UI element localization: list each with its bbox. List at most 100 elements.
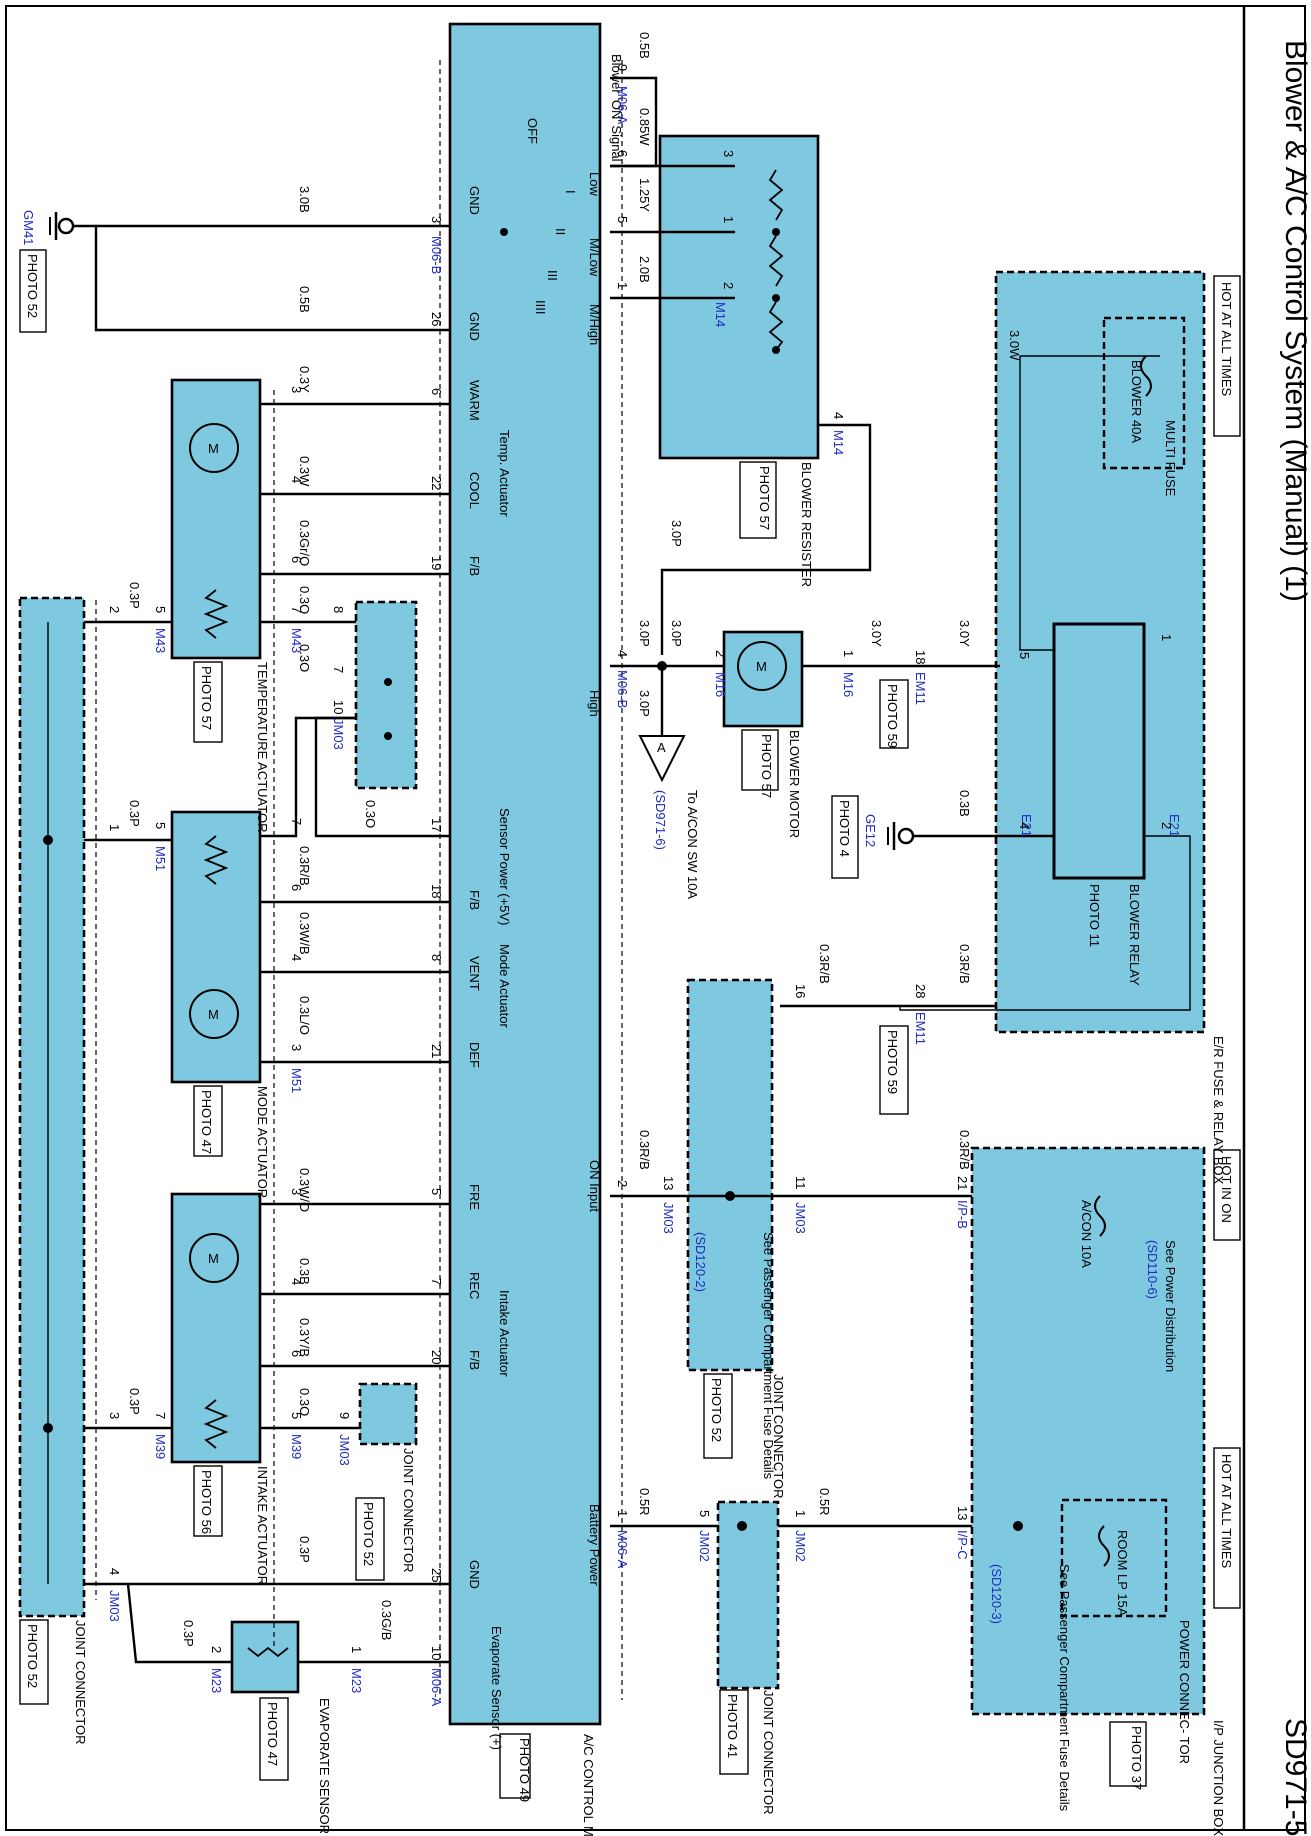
svg-text:3.0P: 3.0P	[637, 620, 652, 647]
svg-text:2.0B: 2.0B	[637, 256, 652, 283]
svg-text:I/P-B: I/P-B	[955, 1200, 970, 1229]
svg-text:7: 7	[289, 606, 304, 613]
svg-text:M43: M43	[289, 628, 304, 653]
svg-text:A/CON 10A: A/CON 10A	[1079, 1200, 1094, 1268]
svg-text:PHOTO 52: PHOTO 52	[361, 1502, 376, 1566]
wires	[47, 60, 1191, 1700]
mode-actuator-box	[170, 810, 262, 1084]
svg-text:20: 20	[429, 1350, 444, 1364]
svg-text:BLOWER 40A: BLOWER 40A	[1129, 360, 1144, 443]
svg-text:3: 3	[107, 1412, 122, 1419]
svg-text:11: 11	[793, 1176, 808, 1190]
svg-text:M43: M43	[153, 628, 168, 653]
svg-text:4: 4	[831, 412, 846, 419]
svg-text:3.0B: 3.0B	[297, 186, 312, 213]
svg-text:M39: M39	[289, 1434, 304, 1459]
svg-text:(SD120-2): (SD120-2)	[693, 1232, 708, 1292]
ground-ge12-icon	[887, 822, 915, 850]
svg-text:M/High: M/High	[587, 304, 602, 345]
svg-text:17: 17	[429, 818, 444, 832]
evap-sensor-box	[230, 1620, 300, 1694]
svg-text:13: 13	[661, 1176, 676, 1190]
svg-text:0.3O: 0.3O	[297, 644, 312, 672]
svg-text:GND: GND	[467, 312, 482, 341]
jm03-intake-labels: JM03 9 JOINT CONNECTOR PHOTO 52	[337, 1412, 416, 1581]
svg-text:1: 1	[841, 650, 856, 657]
module-labels: Blower 'ON' Signal M06-A M06-B M06-B M06…	[429, 54, 630, 1750]
svg-text:ON Input: ON Input	[587, 1160, 602, 1212]
svg-text:GE12: GE12	[863, 814, 878, 847]
resistor-icons	[203, 169, 784, 1658]
svg-text:0.3R/B: 0.3R/B	[297, 846, 312, 886]
multi-fuse-frame	[1102, 316, 1186, 470]
supply-labels: HOT AT ALL TIMES HOT IN ON HOT AT ALL TI…	[1213, 275, 1241, 1609]
svg-text:M14: M14	[713, 302, 728, 327]
svg-text:JM03: JM03	[793, 1202, 808, 1234]
svg-text:BLOWER RESISTER: BLOWER RESISTER	[799, 462, 814, 587]
svg-text:WARM: WARM	[467, 380, 482, 421]
svg-text:0.5B: 0.5B	[297, 286, 312, 313]
svg-text:M14: M14	[831, 430, 846, 455]
svg-text:E21: E21	[1167, 814, 1182, 837]
svg-text:PHOTO 56: PHOTO 56	[199, 1470, 214, 1534]
junction-dots	[43, 228, 1023, 1531]
svg-text:PHOTO 52: PHOTO 52	[25, 1624, 40, 1688]
svg-text:18: 18	[913, 650, 928, 664]
svg-text:MULTI FUSE: MULTI FUSE	[1163, 420, 1178, 497]
svg-text:M51: M51	[289, 1068, 304, 1093]
svg-text:E21: E21	[1019, 814, 1034, 837]
svg-text:0.3P: 0.3P	[127, 800, 142, 827]
svg-text:2: 2	[107, 606, 122, 613]
jm02-box	[716, 1500, 780, 1690]
svg-text:BLOWER MOTOR: BLOWER MOTOR	[787, 730, 802, 838]
svg-text:3: 3	[289, 386, 304, 393]
svg-text:M/Low: M/Low	[587, 238, 602, 277]
svg-text:0.3B: 0.3B	[957, 790, 972, 817]
svg-text:0.5R: 0.5R	[817, 1488, 832, 1515]
svg-text:1: 1	[349, 1646, 364, 1653]
svg-text:GM41: GM41	[21, 210, 36, 245]
svg-text:PHOTO 52: PHOTO 52	[25, 254, 40, 318]
intake-actuator-labels: INTAKE ACTUATOR PHOTO 56 M39 M39 3 4 6 5…	[153, 1188, 304, 1585]
svg-text:3: 3	[289, 1188, 304, 1195]
jm03-left-box	[18, 596, 86, 1618]
blower-relay-frame	[1052, 622, 1146, 880]
svg-text:(SD110-6): (SD110-6)	[1145, 1240, 1160, 1299]
svg-text:JOINT CONNECTOR: JOINT CONNECTOR	[73, 1620, 88, 1744]
svg-text:M06-A: M06-A	[429, 1668, 444, 1707]
svg-text:4: 4	[289, 954, 304, 961]
svg-text:0.3R/B: 0.3R/B	[957, 944, 972, 984]
temp-actuator-labels: TEMPERATURE ACTUATOR PHOTO 57 M43 M43 3 …	[153, 386, 304, 832]
jm03-top-labels: See Passenger Compartment Fuse Details (…	[661, 984, 808, 1498]
svg-text:2: 2	[1159, 822, 1174, 829]
svg-text:28: 28	[913, 984, 928, 998]
svg-text:A: A	[657, 740, 666, 755]
svg-text:0.3P: 0.3P	[127, 1388, 142, 1415]
svg-text:E/R FUSE & RELAY BOX: E/R FUSE & RELAY BOX	[1211, 1036, 1226, 1185]
svg-text:M: M	[756, 659, 767, 674]
svg-text:VENT: VENT	[467, 956, 482, 991]
svg-text:PHOTO 57: PHOTO 57	[759, 734, 774, 798]
hot-all-times-label-1: HOT AT ALL TIMES	[1219, 282, 1234, 396]
svg-text:8: 8	[429, 954, 444, 961]
svg-text:5: 5	[615, 216, 630, 223]
svg-text:GND: GND	[467, 186, 482, 215]
svg-text:MODE ACTUATOR: MODE ACTUATOR	[255, 1086, 270, 1198]
svg-text:M: M	[208, 441, 219, 456]
svg-text:16: 16	[793, 984, 808, 998]
mode-actuator-labels: MODE ACTUATOR PHOTO 47 M51 M51 7 6 4 3 5	[153, 818, 304, 1198]
svg-text:3.0Y: 3.0Y	[869, 620, 884, 647]
svg-text:ROOM LP 15A: ROOM LP 15A	[1115, 1530, 1130, 1617]
svg-text:3: 3	[289, 1044, 304, 1051]
svg-text:INTAKE ACTUATOR: INTAKE ACTUATOR	[255, 1466, 270, 1585]
svg-text:PHOTO 47: PHOTO 47	[199, 1090, 214, 1154]
svg-text:JM02: JM02	[697, 1530, 712, 1562]
ground-labels: GE12 PHOTO 4 GM41 PHOTO 52	[19, 210, 878, 879]
svg-text:5: 5	[289, 1412, 304, 1419]
svg-text:See Power Distribution: See Power Distribution	[1163, 1240, 1178, 1372]
svg-text:BLOWER RELAY: BLOWER RELAY	[1127, 884, 1142, 986]
svg-text:9: 9	[337, 1412, 352, 1419]
svg-text:6: 6	[615, 150, 630, 157]
svg-text:1: 1	[1159, 634, 1174, 641]
svg-text:5: 5	[1017, 652, 1032, 659]
